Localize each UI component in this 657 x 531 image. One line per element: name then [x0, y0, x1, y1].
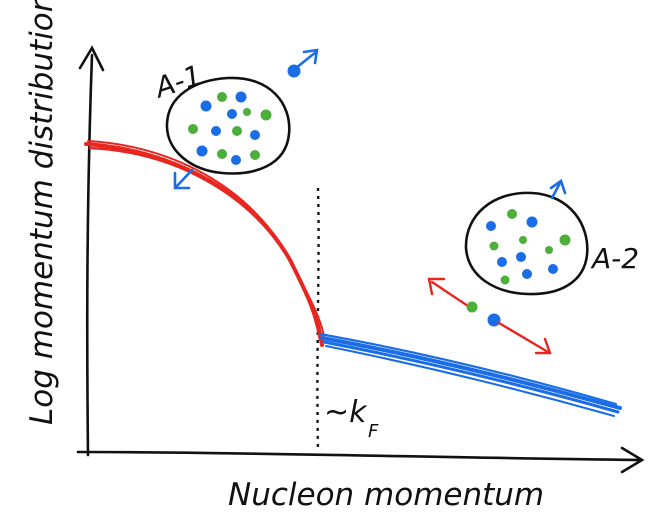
proton-dots [486, 216, 558, 279]
nucleus-right-label: A-2 [590, 242, 639, 275]
y-axis-label: Log momentum distribution [24, 0, 60, 425]
neutron-dots [489, 209, 571, 285]
x-axis [76, 446, 645, 474]
x-axis-label: Nucleon momentum [228, 477, 544, 513]
svg-text:~k: ~k [324, 395, 368, 430]
fermi-momentum-label: ~k F [324, 395, 379, 442]
svg-text:F: F [368, 421, 379, 442]
fermi-momentum-dashed-line [316, 187, 320, 451]
recoil-arrow-left [173, 168, 194, 190]
proton-dots [196, 91, 260, 165]
low-momentum-curve [84, 140, 325, 347]
high-momentum-curve [318, 332, 622, 417]
nucleus-a-minus-2 [464, 191, 589, 296]
correlated-nucleon-pair [427, 277, 552, 355]
recoil-arrow-right [549, 178, 567, 200]
neutron-dots [188, 92, 272, 160]
nucleus-left-label: A-1 [149, 58, 206, 105]
nucleus-a-minus-1 [165, 76, 291, 175]
y-axis [78, 45, 105, 457]
ejected-proton-top [287, 48, 319, 78]
